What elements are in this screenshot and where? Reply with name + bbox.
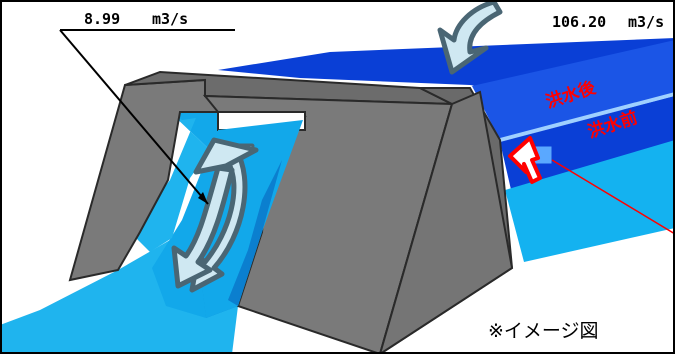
curved-arrow-icon <box>437 0 503 75</box>
reservoir-front-face <box>505 140 675 262</box>
up-arrow-icon <box>508 136 542 184</box>
inflow-unit: m3/s <box>628 13 664 31</box>
reservoir-before-flood-band <box>500 96 675 194</box>
image-caption: ※イメージ図 <box>488 320 599 342</box>
inflow-value: 106.20 <box>552 13 606 31</box>
water-level-line <box>499 92 675 142</box>
outflow-unit: m3/s <box>152 10 188 28</box>
reservoir-after-flood-band <box>472 40 675 140</box>
spillway-water-shade <box>228 160 282 306</box>
curved-double-arrow-icon <box>171 137 259 293</box>
spillway-left-face <box>130 112 210 252</box>
outflow-callout <box>59 29 235 205</box>
outflow-value: 8.99 <box>84 10 120 28</box>
dam-right-slope <box>378 90 514 354</box>
level-pointer-line <box>551 159 675 235</box>
